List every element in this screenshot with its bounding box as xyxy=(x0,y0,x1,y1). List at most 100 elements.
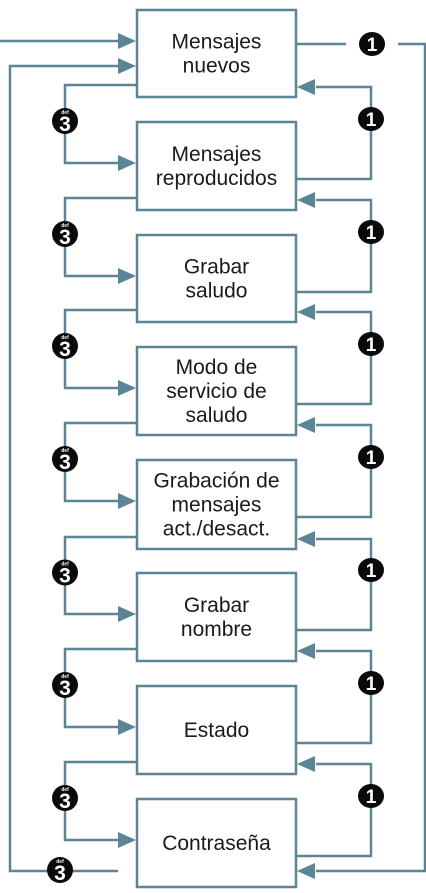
key-1-label: 1 xyxy=(367,35,378,56)
key-1-badge-shape xyxy=(358,332,384,356)
state-boxes: MensajesnuevosMensajesreproducidosGrabar… xyxy=(135,8,298,889)
state-box-label-line: saludo xyxy=(186,404,248,427)
next-transition-arrowhead xyxy=(118,155,136,171)
state-box-frame xyxy=(135,571,298,663)
state-box[interactable]: Estado xyxy=(135,684,298,776)
state-box-label-line: nuevos xyxy=(183,55,251,78)
key-1-badge-shape xyxy=(358,445,384,469)
key-1-back-badge: 1 xyxy=(358,332,384,356)
next-transition-arrowhead xyxy=(118,606,136,622)
key-1-badge-shape xyxy=(358,558,384,582)
state-box-frame xyxy=(135,8,298,99)
state-box-label-line: servicio de xyxy=(166,380,266,403)
key-3-sublabel: def xyxy=(61,674,69,680)
back-transition-arrowhead xyxy=(297,643,315,659)
back-transition-arrowhead xyxy=(297,531,315,547)
state-box-frame xyxy=(135,120,298,212)
state-box-label-line: Grabar xyxy=(184,256,249,279)
state-box-label-line: saludo xyxy=(186,280,248,303)
next-transition-arrowhead xyxy=(118,380,136,396)
key-3-label: 3 xyxy=(59,451,71,474)
key-1-label: 1 xyxy=(366,110,377,131)
key-3-badge-shape xyxy=(52,221,78,247)
key-3-sublabel: def xyxy=(61,787,69,793)
back-transition-line xyxy=(296,649,373,745)
key-1-label: 1 xyxy=(366,223,377,244)
back-transition-line xyxy=(296,310,373,406)
back-transition-line xyxy=(296,423,373,519)
key-1-back-badge: 1 xyxy=(358,784,384,808)
state-box-frame xyxy=(135,233,298,324)
back-transition-line xyxy=(296,85,373,181)
key-3-badge-shape xyxy=(52,108,78,134)
key-3-label: 3 xyxy=(54,862,66,885)
state-box[interactable]: Contraseña xyxy=(135,797,298,889)
next-transition-arrowhead xyxy=(118,493,136,509)
key-3-badge-shape xyxy=(52,559,78,586)
key-1-badge-shape xyxy=(358,220,384,244)
key-3-sublabel: def xyxy=(61,562,69,568)
key-3-label: 3 xyxy=(59,677,71,700)
state-box-frame xyxy=(135,458,298,551)
key-3-label: 3 xyxy=(59,113,71,136)
state-box-label-line: Contraseña xyxy=(162,832,271,855)
key-1-label: 1 xyxy=(366,561,377,582)
key-1-back-badge: 1 xyxy=(358,558,384,582)
state-box-label-line: Mensajes xyxy=(172,143,262,166)
key-1-badge-shape xyxy=(359,32,385,56)
key-3-badge-shape xyxy=(52,333,78,359)
key-3-sublabel: def xyxy=(61,223,69,229)
key-1-badge-shape xyxy=(358,107,384,131)
wrap-to-last-arrowhead xyxy=(297,863,315,879)
key-3-badge-shape xyxy=(52,446,78,472)
state-box-label-line: Grabar xyxy=(184,594,249,617)
key-3-label: 3 xyxy=(59,790,71,813)
key-1-label: 1 xyxy=(366,448,377,469)
key-3-sublabel: def xyxy=(61,110,69,116)
entry-arrowhead xyxy=(118,33,136,49)
key-3-sublabel: def xyxy=(61,448,69,454)
key-3-label: 3 xyxy=(59,338,71,361)
key-1-label: 1 xyxy=(366,674,377,695)
state-box-label-line: Mensajes xyxy=(172,31,262,54)
wrap-to-last-line xyxy=(316,42,426,873)
key-1-back-badge: 1 xyxy=(358,445,384,469)
back-transition-arrowhead xyxy=(297,756,315,772)
state-box-label-line: Estado xyxy=(184,719,249,742)
back-transition-arrowhead xyxy=(297,417,315,433)
key-3-badge-shape xyxy=(52,672,78,698)
state-box-label-line: reproducidos xyxy=(156,167,277,190)
key-3-label: 3 xyxy=(59,226,71,249)
wrap-to-first-arrowhead xyxy=(118,58,136,74)
key-1-back-badge: 1 xyxy=(358,107,384,131)
state-box-label-line: Modo de xyxy=(176,356,258,379)
key-1-back-badge: 1 xyxy=(358,220,384,244)
next-transition-arrowhead xyxy=(118,832,136,848)
back-transition-arrowhead xyxy=(297,192,315,208)
key-3-label: 3 xyxy=(59,565,71,588)
key-3-badge-shape xyxy=(52,785,78,811)
key-1-badge-shape xyxy=(358,784,384,808)
key-1-label: 1 xyxy=(366,335,377,356)
state-box-label-line: mensajes xyxy=(172,494,262,517)
key-1-back-badge: 1 xyxy=(358,671,384,695)
key-1-label: 1 xyxy=(366,787,377,808)
state-box-label-line: Grabación de xyxy=(153,470,279,493)
key-3-sublabel: def xyxy=(61,335,69,341)
back-transition-arrowhead xyxy=(297,79,315,95)
next-transition-arrowhead xyxy=(118,719,136,735)
